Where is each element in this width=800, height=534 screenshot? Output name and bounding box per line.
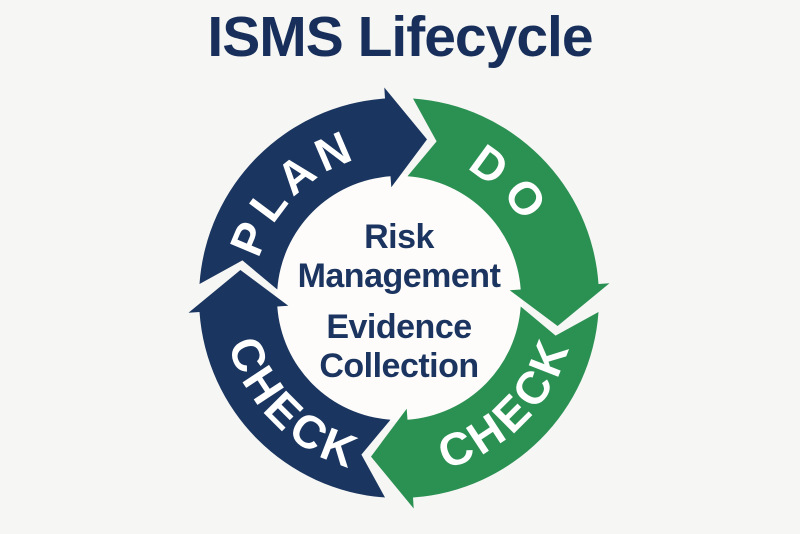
center-text-line-evidence: Evidence xyxy=(326,308,471,346)
center-text-line-collection: Collection xyxy=(319,347,478,385)
inner-circle xyxy=(275,174,523,422)
center-text-line-management: Management xyxy=(298,257,501,295)
center-text: Risk Management Evidence Collection xyxy=(298,218,501,385)
center-text-line-risk: Risk xyxy=(364,218,434,256)
page-title: ISMS Lifecycle xyxy=(207,5,593,69)
